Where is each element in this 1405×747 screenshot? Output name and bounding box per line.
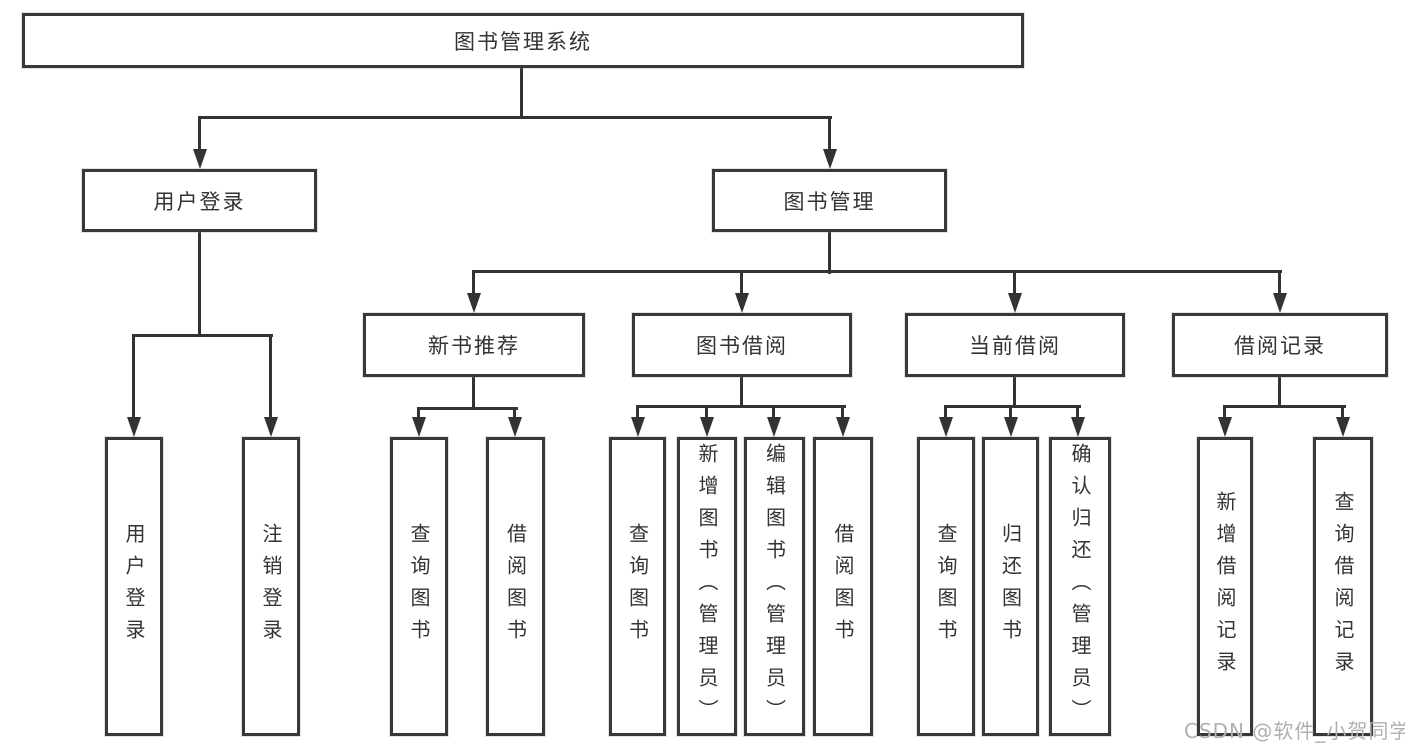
- connector-borrow-records-bus: [1223, 405, 1346, 408]
- leaf-return-book: 归还图书: [982, 437, 1039, 736]
- connector-drop-query-borrow-record: [1341, 407, 1344, 419]
- connector-drop-borrow-books-recommend: [513, 409, 516, 419]
- connector-book-borrow-stem: [740, 377, 743, 408]
- arrow-down-icon: [1004, 417, 1018, 437]
- node-book-management-label: 图书管理: [783, 189, 876, 214]
- arrow-down-icon: [1218, 417, 1232, 437]
- node-user-login: 用户登录: [82, 169, 317, 232]
- connector-drop-book-borrow: [740, 272, 743, 297]
- leaf-query-borrow-record-label: 查询借阅记录: [1331, 490, 1355, 683]
- leaf-logout-label: 注销登录: [259, 522, 283, 651]
- leaf-borrow-books-recommend: 借阅图书: [486, 437, 545, 736]
- arrow-down-icon: [767, 417, 781, 437]
- leaf-edit-book-admin: 编辑图书（管理员）: [744, 437, 805, 736]
- node-book-management: 图书管理: [712, 169, 947, 232]
- leaf-confirm-return-admin-label: 确认归还（管理员）: [1068, 442, 1092, 731]
- connector-drop-add-borrow-record: [1223, 407, 1226, 419]
- leaf-borrow-books: 借阅图书: [813, 437, 873, 736]
- node-new-book-recommend: 新书推荐: [363, 313, 585, 377]
- connector-new-book-recommend-stem: [472, 377, 475, 410]
- arrow-down-icon: [939, 417, 953, 437]
- node-new-book-recommend-label: 新书推荐: [428, 334, 520, 358]
- leaf-borrow-books-recommend-label: 借阅图书: [503, 522, 528, 651]
- arrow-down-icon: [412, 417, 426, 437]
- leaf-query-books-current-label: 查询图书: [934, 522, 958, 651]
- connector-drop-new-book-recommend: [472, 272, 475, 297]
- connector-drop-book-management: [828, 118, 831, 152]
- connector-root-bus: [198, 116, 832, 119]
- connector-drop-leaf-logout: [269, 336, 272, 418]
- connector-drop-query-books-recommend: [417, 409, 420, 419]
- connector-drop-borrow-records: [1278, 272, 1281, 297]
- arrow-down-icon: [823, 149, 837, 169]
- connector-borrow-records-stem: [1278, 377, 1281, 408]
- connector-drop-current-borrow: [1013, 272, 1016, 297]
- arrow-down-icon: [1273, 293, 1287, 313]
- node-book-borrow: 图书借阅: [632, 313, 852, 377]
- node-current-borrow: 当前借阅: [905, 313, 1125, 377]
- leaf-add-book-admin: 新增图书（管理员）: [677, 437, 737, 736]
- node-borrow-records-label: 借阅记录: [1234, 334, 1326, 358]
- arrow-down-icon: [836, 417, 850, 437]
- leaf-query-borrow-record: 查询借阅记录: [1313, 437, 1373, 736]
- leaf-query-books-current: 查询图书: [917, 437, 975, 736]
- node-book-borrow-label: 图书借阅: [696, 334, 788, 358]
- arrow-down-icon: [508, 417, 522, 437]
- arrow-down-icon: [1008, 293, 1022, 313]
- connector-root-stem: [520, 68, 523, 118]
- arrow-down-icon: [1071, 417, 1085, 437]
- leaf-add-borrow-record-label: 新增借阅记录: [1213, 490, 1237, 683]
- connector-current-borrow-stem: [1013, 377, 1016, 408]
- connector-user-login-bus: [132, 334, 273, 337]
- leaf-query-books-borrow-label: 查询图书: [625, 522, 650, 651]
- connector-drop-return-book: [1009, 407, 1012, 419]
- leaf-user-login: 用户登录: [105, 437, 163, 736]
- connector-drop-confirm-return: [1076, 407, 1079, 419]
- leaf-add-book-admin-label: 新增图书（管理员）: [695, 442, 719, 731]
- connector-drop-user-login: [198, 118, 201, 152]
- leaf-edit-book-admin-label: 编辑图书（管理员）: [762, 442, 787, 731]
- connector-drop-leaf-user-login: [132, 336, 135, 418]
- node-root-label: 图书管理系统: [454, 29, 592, 54]
- node-user-login-label: 用户登录: [153, 189, 246, 214]
- leaf-return-book-label: 归还图书: [998, 522, 1023, 651]
- node-root: 图书管理系统: [22, 13, 1024, 68]
- arrow-down-icon: [735, 293, 749, 313]
- arrow-down-icon: [264, 417, 278, 437]
- leaf-logout: 注销登录: [242, 437, 300, 736]
- node-current-borrow-label: 当前借阅: [969, 334, 1061, 358]
- arrow-down-icon: [631, 417, 645, 437]
- leaf-confirm-return-admin: 确认归还（管理员）: [1049, 437, 1111, 736]
- connector-new-book-recommend-bus: [417, 407, 518, 410]
- leaf-query-books-recommend: 查询图书: [390, 437, 448, 736]
- connector-drop-query-books-borrow: [636, 407, 639, 419]
- leaf-add-borrow-record: 新增借阅记录: [1197, 437, 1253, 736]
- leaf-user-login-label: 用户登录: [122, 522, 146, 651]
- connector-book-borrow-bus: [636, 405, 846, 408]
- arrow-down-icon: [1336, 417, 1350, 437]
- watermark: CSDN @软件_小贺同学: [1184, 719, 1405, 743]
- node-borrow-records: 借阅记录: [1172, 313, 1388, 377]
- connector-book-management-bus: [472, 270, 1282, 273]
- leaf-query-books-borrow: 查询图书: [609, 437, 666, 736]
- arrow-down-icon: [467, 293, 481, 313]
- arrow-down-icon: [193, 149, 207, 169]
- connector-user-login-stem: [198, 232, 201, 337]
- connector-drop-edit-book: [772, 407, 775, 419]
- connector-book-management-stem: [828, 232, 831, 274]
- connector-drop-borrow-books: [841, 407, 844, 419]
- connector-drop-query-books-current: [944, 407, 947, 419]
- arrow-down-icon: [700, 417, 714, 437]
- arrow-down-icon: [127, 417, 141, 437]
- connector-drop-add-book: [705, 407, 708, 419]
- leaf-borrow-books-label: 借阅图书: [831, 522, 855, 651]
- connector-current-borrow-bus: [944, 405, 1081, 408]
- leaf-query-books-recommend-label: 查询图书: [407, 522, 431, 651]
